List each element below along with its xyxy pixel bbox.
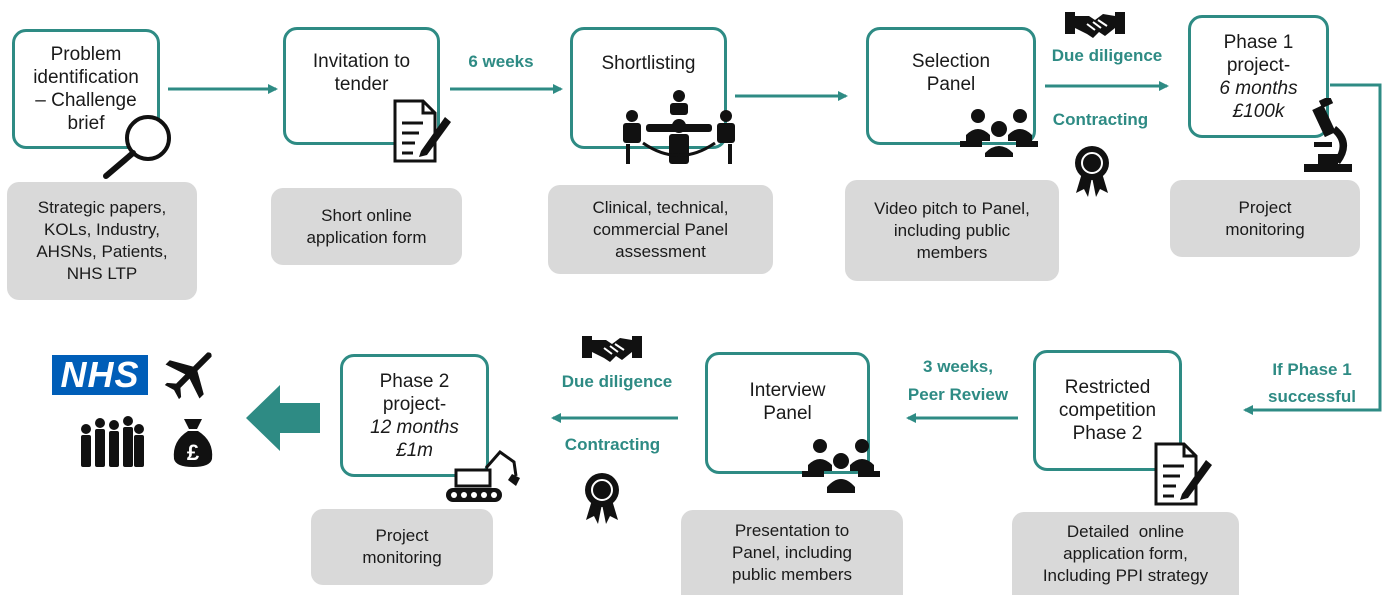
note-phase1-line2: monitoring: [1225, 219, 1305, 239]
panel-people-icon-2: [802, 439, 880, 493]
note-interview-line2: Panel, including: [731, 542, 853, 562]
document-pen-icon: [393, 99, 451, 163]
stage-interview-line2: Panel: [763, 403, 812, 424]
label-6-weeks: 6 weeks: [468, 52, 534, 71]
money-bag-icon: £: [173, 419, 213, 467]
note-problem-line1: Strategic papers,: [37, 198, 167, 217]
stage-problem-line1: Problem: [50, 44, 122, 65]
stage-phase2-line1: Phase 2: [379, 370, 450, 392]
stage-restricted-line1: Restricted: [1064, 377, 1151, 398]
label-if-phase1-line1: If Phase 1: [1272, 360, 1352, 379]
note-phase2-line1: Project: [375, 526, 429, 545]
note-shortlisting-line1: Clinical, technical,: [592, 197, 729, 217]
microscope-icon: [1304, 98, 1352, 172]
stage-problem-line2: identification: [33, 67, 139, 88]
stage-restricted-competition: Restricted competition Phase 2: [1033, 350, 1182, 471]
note-interview-line1: Presentation to: [734, 520, 850, 540]
nhs-logo-text: NHS: [60, 354, 140, 395]
label-if-phase1-line2: successful: [1268, 387, 1356, 406]
magnifier-icon: [103, 115, 171, 179]
handshake-icon-2: [582, 336, 642, 362]
handshake-icon: [1065, 12, 1125, 38]
stage-selection-panel: Selection Panel: [866, 27, 1036, 145]
arrow-phase1-to-restricted: [1243, 83, 1382, 415]
note-shortlisting-line2: commercial Panel: [592, 219, 729, 239]
stage-problem-line4: brief: [67, 113, 105, 134]
award-badge-icon: [1075, 146, 1109, 197]
stage-selection-line2: Panel: [926, 74, 976, 95]
label-due-diligence-top: Due diligence: [1051, 46, 1163, 65]
arrow-phase2-to-outcome: [246, 385, 320, 451]
label-3-weeks-line2: Peer Review: [907, 385, 1009, 404]
nhs-logo: NHS: [52, 355, 148, 395]
note-selection: Video pitch to Panel, including public m…: [845, 180, 1059, 281]
note-selection-line1: Video pitch to Panel,: [874, 198, 1030, 218]
note-selection-line2: including public: [893, 220, 1011, 240]
note-selection-line3: members: [916, 242, 988, 262]
stage-phase1-line1: Phase 1: [1223, 31, 1294, 53]
label-if-phase1-successful: If Phase 1 successful: [1250, 356, 1374, 410]
award-badge-icon-2: [585, 473, 619, 524]
stage-problem-identification: Problem identification – Challenge brief: [12, 29, 160, 149]
label-contracting-top: Contracting: [1052, 110, 1149, 129]
stage-phase2-project: Phase 2 project- 12 months £1m: [340, 354, 489, 477]
people-group-icon: [81, 416, 144, 467]
note-shortlisting: Clinical, technical, commercial Panel as…: [548, 185, 773, 274]
stage-restricted-line3: Phase 2: [1072, 423, 1143, 444]
note-invitation-line2: application form: [306, 227, 427, 247]
stage-phase1-project: Phase 1 project- 6 months £100k: [1188, 15, 1329, 138]
stage-phase1-line2: project-: [1226, 54, 1291, 76]
note-interview-line3: public members: [732, 564, 852, 584]
note-restricted-line1: Detailed online: [1066, 521, 1185, 541]
airplane-icon: [164, 352, 212, 400]
note-shortlisting-line3: assessment: [615, 241, 706, 261]
note-phase2-line2: monitoring: [362, 548, 442, 567]
stage-phase2-budget: £1m: [396, 439, 433, 461]
stage-interview-line1: Interview: [749, 380, 826, 401]
stage-selection-line1: Selection: [911, 51, 991, 72]
label-due-diligence-bottom: Due diligence: [561, 372, 673, 391]
stage-phase2-duration: 12 months: [370, 416, 459, 438]
note-phase1: Project monitoring: [1170, 180, 1360, 257]
meeting-table-icon: [623, 90, 735, 164]
note-invitation: Short online application form: [271, 188, 462, 265]
note-invitation-line1: Short online: [321, 205, 412, 225]
panel-people-icon: [960, 109, 1038, 157]
note-restricted: Detailed online application form, Includ…: [1012, 512, 1239, 595]
label-contracting-bottom: Contracting: [564, 435, 661, 454]
note-restricted-line2: application form,: [1063, 543, 1188, 563]
note-problem-line3: AHSNs, Patients,: [36, 242, 168, 261]
label-3-weeks-peer-review: 3 weeks, Peer Review: [893, 353, 1023, 409]
stage-shortlisting-line1: Shortlisting: [601, 53, 696, 74]
stage-phase2-line2: project-: [382, 393, 447, 415]
label-3-weeks-line1: 3 weeks,: [923, 357, 993, 376]
note-phase2: Project monitoring: [311, 509, 493, 585]
stage-invitation-line1: Invitation to: [312, 51, 411, 72]
document-pen-icon-2: [1154, 442, 1212, 506]
stage-phase1-budget: £100k: [1232, 100, 1285, 122]
stage-problem-line3: – Challenge: [35, 90, 137, 111]
stage-invitation-line2: tender: [334, 74, 389, 95]
svg-text:£: £: [187, 440, 200, 465]
note-problem-line4: NHS LTP: [66, 264, 138, 283]
note-restricted-line3: Including PPI strategy: [1042, 565, 1209, 585]
note-problem: Strategic papers, KOLs, Industry, AHSNs,…: [7, 182, 197, 300]
note-problem-line2: KOLs, Industry,: [44, 220, 160, 239]
stage-restricted-line2: competition: [1058, 400, 1157, 421]
note-interview: Presentation to Panel, including public …: [681, 510, 903, 595]
stage-phase1-duration: 6 months: [1219, 77, 1298, 99]
excavator-icon: [446, 449, 520, 502]
note-phase1-line1: Project: [1238, 197, 1292, 217]
